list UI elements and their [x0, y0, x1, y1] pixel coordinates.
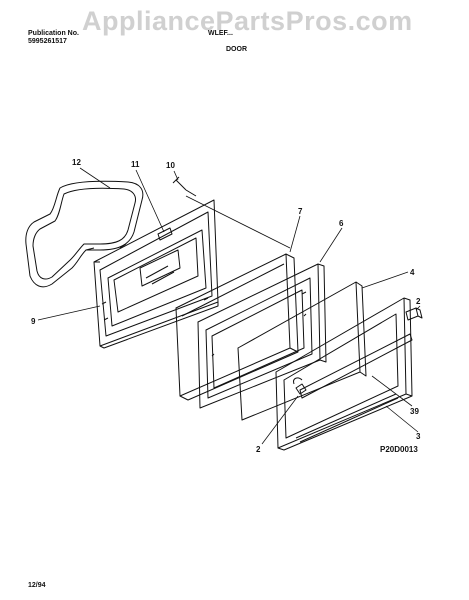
callout-6: 6: [339, 219, 344, 228]
figure-id: P20D0013: [380, 445, 418, 454]
callout-9: 9: [31, 317, 36, 326]
door-frame: [275, 297, 413, 451]
door-gasket: [25, 180, 144, 288]
door-clip: [157, 227, 173, 241]
vent-strip: [295, 393, 399, 443]
callout-4: 4: [410, 268, 415, 277]
outer-door-panel: [93, 199, 219, 349]
screw: [172, 176, 197, 197]
model-number: WLEF...: [208, 30, 233, 37]
leader-lines: [37, 167, 421, 445]
callout-3: 3: [416, 432, 421, 441]
callout-12: 12: [72, 158, 81, 167]
insulation: [175, 253, 299, 401]
callout-39: 39: [410, 407, 419, 416]
window-glass: [237, 281, 367, 421]
callout-7: 7: [298, 207, 303, 216]
handle-end-cap: [405, 307, 423, 321]
section-title: DOOR: [226, 46, 247, 53]
publication-number: 5995261517: [28, 38, 67, 45]
footer-date: 12/94: [28, 582, 46, 589]
publication-label: Publication No.: [28, 30, 79, 37]
callout-10: 10: [166, 161, 175, 170]
inner-door-liner: [197, 263, 327, 409]
door-handle: [293, 333, 413, 399]
callout-11: 11: [131, 160, 140, 169]
callout-2-right: 2: [416, 297, 421, 306]
watermark-text: AppliancePartsPros.com: [82, 6, 413, 36]
callout-2-left: 2: [256, 445, 261, 454]
